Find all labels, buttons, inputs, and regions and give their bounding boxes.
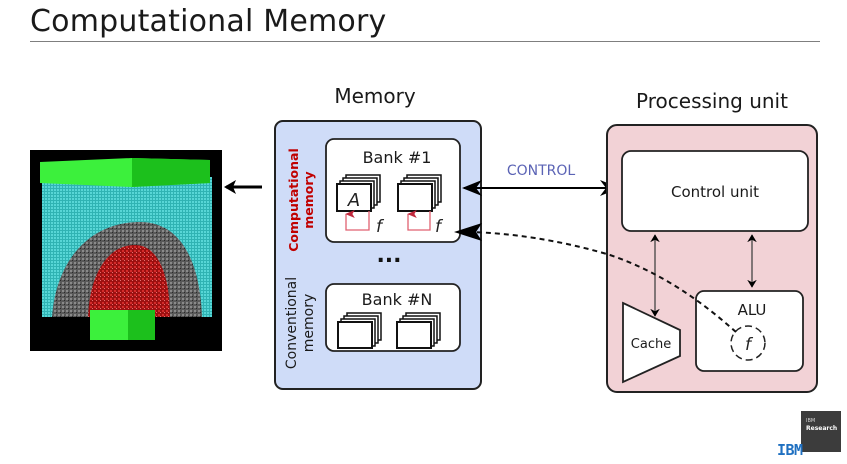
control-unit-label: Control unit <box>671 183 759 201</box>
cache-block <box>622 301 681 384</box>
function-symbol-1: f <box>376 217 385 237</box>
function-symbol-2: f <box>435 217 444 237</box>
bank-1-label: Bank #1 <box>363 148 432 167</box>
computational-memory-label-line2: memory <box>301 171 316 228</box>
bank-n-label: Bank #N <box>362 290 433 309</box>
processing-unit-heading: Processing unit <box>636 89 788 113</box>
ibm-logo: IBM <box>777 441 803 459</box>
memory-array-n1 <box>337 312 382 349</box>
simulation-image <box>30 150 222 351</box>
offload-arrow-head <box>454 223 482 241</box>
computational-memory-label-line1: Computational <box>286 148 301 252</box>
matrix-symbol: A <box>347 190 360 211</box>
memory-array-a <box>336 174 381 212</box>
bank-ellipsis: ... <box>376 243 401 268</box>
memory-array-2 <box>397 174 442 212</box>
bank-1 <box>325 138 461 243</box>
crystalline-region <box>88 245 170 317</box>
title-divider <box>30 41 820 42</box>
badge-line2: Research <box>806 425 838 432</box>
ibm-research-badge: IBM Research <box>801 411 841 452</box>
badge-line1: IBM <box>806 418 816 424</box>
control-label: CONTROL <box>507 163 576 179</box>
feedback-arrow-2 <box>407 210 431 231</box>
cache-label: Cache <box>631 337 671 352</box>
alu-function-node <box>730 325 766 361</box>
memory-array-n2 <box>396 312 441 349</box>
conventional-memory-label-line1: Conventional <box>284 277 300 369</box>
slide-title: Computational Memory <box>30 4 387 39</box>
feedback-arrow-1 <box>345 210 370 231</box>
control-unit <box>621 150 809 232</box>
memory-heading: Memory <box>334 84 416 108</box>
result-arrow-head <box>224 180 236 194</box>
offload-dashed-arrow <box>469 231 737 333</box>
alu-function-symbol: f <box>745 335 754 355</box>
alu-label: ALU <box>738 301 767 319</box>
conventional-memory-label-line2: memory <box>301 294 317 353</box>
